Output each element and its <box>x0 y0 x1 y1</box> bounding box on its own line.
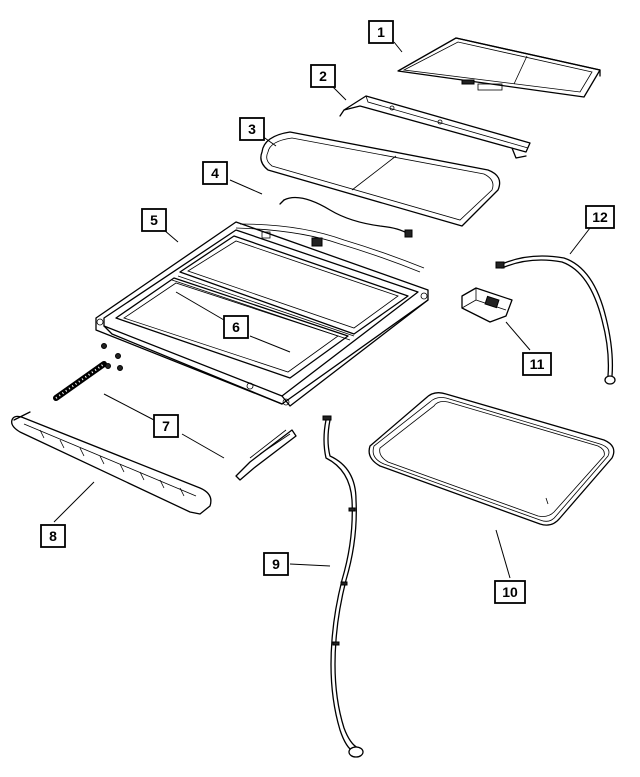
svg-text:10: 10 <box>502 584 518 600</box>
part-8-front-trim <box>11 411 212 515</box>
callout-2: 2 <box>310 64 336 88</box>
part-10-weatherstrip <box>368 392 615 526</box>
svg-text:2: 2 <box>319 68 327 84</box>
part-12-drain-hose <box>495 255 616 385</box>
leader-6a <box>175 291 225 321</box>
leader-12 <box>569 227 591 255</box>
part-2-wind-deflector <box>339 95 531 159</box>
leader-5 <box>163 229 179 243</box>
callout-8: 8 <box>40 524 66 548</box>
svg-text:12: 12 <box>592 209 608 225</box>
part-9-drain-tube <box>322 415 364 758</box>
callout-7: 7 <box>153 414 179 438</box>
leader-1 <box>393 41 403 53</box>
callout-5: 5 <box>141 208 167 232</box>
leader-10 <box>495 529 511 579</box>
leader-8 <box>53 481 95 523</box>
part-4-harness <box>279 196 413 238</box>
callout-11: 11 <box>522 352 552 376</box>
leader-11 <box>505 321 531 351</box>
svg-text:6: 6 <box>232 319 240 335</box>
part-11-motor <box>461 287 513 323</box>
callout-4: 4 <box>202 161 228 185</box>
svg-text:4: 4 <box>211 165 219 181</box>
callout-6: 6 <box>223 315 249 339</box>
callout-9: 9 <box>263 552 289 576</box>
part-3-glass-panel <box>260 131 501 227</box>
svg-text:5: 5 <box>150 212 158 228</box>
part-7-hardware <box>53 343 297 481</box>
part-5-6-sunroof-frame <box>95 221 429 407</box>
callout-3: 3 <box>239 117 265 141</box>
leader-7a <box>103 393 155 421</box>
svg-text:11: 11 <box>530 356 545 372</box>
svg-text:3: 3 <box>248 121 256 137</box>
callout-10: 10 <box>494 580 526 604</box>
callout-1: 1 <box>368 20 394 44</box>
part-1-sunshade <box>397 37 601 98</box>
leader-7b <box>181 433 225 459</box>
svg-text:1: 1 <box>377 24 385 40</box>
leader-2 <box>331 85 347 101</box>
leader-9 <box>289 563 331 567</box>
leader-4 <box>229 179 263 195</box>
svg-text:8: 8 <box>49 528 57 544</box>
svg-text:9: 9 <box>272 556 280 572</box>
callout-12: 12 <box>585 205 615 229</box>
svg-text:7: 7 <box>162 418 170 434</box>
leader-6b <box>249 335 291 353</box>
